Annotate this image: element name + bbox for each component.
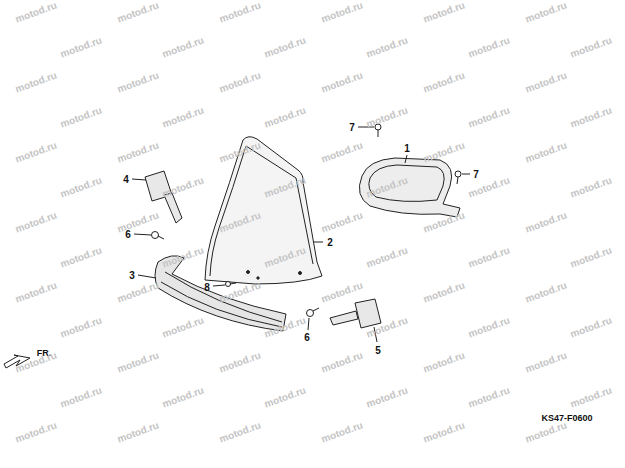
watermark: motod.ru xyxy=(524,69,568,94)
watermark: motod.ru xyxy=(422,0,466,25)
watermark: motod.ru xyxy=(422,419,466,444)
callout-number: 5 xyxy=(375,345,381,356)
watermark: motod.ru xyxy=(59,174,103,199)
watermark: motod.ru xyxy=(467,384,511,409)
leader-line xyxy=(462,174,470,175)
windscreen xyxy=(205,137,322,284)
visor xyxy=(359,158,460,217)
watermark: motod.ru xyxy=(467,244,511,269)
watermark: motod.ru xyxy=(161,384,205,409)
watermark: motod.ru xyxy=(116,279,160,304)
watermark: motod.ru xyxy=(14,69,58,94)
watermark: motod.ru xyxy=(263,104,307,129)
watermark: motod.ru xyxy=(161,174,205,199)
watermark: motod.ru xyxy=(14,349,58,374)
watermark: motod.ru xyxy=(14,279,58,304)
watermark: motod.ru xyxy=(161,244,205,269)
watermark: motod.ru xyxy=(116,139,160,164)
watermark: motod.ru xyxy=(263,384,307,409)
mirror-stem xyxy=(330,311,358,325)
watermark: motod.ru xyxy=(569,34,613,59)
watermark: motod.ru xyxy=(116,69,160,94)
leader-line xyxy=(213,285,225,286)
windscreen-edge xyxy=(210,146,313,276)
watermark: motod.ru xyxy=(161,314,205,339)
watermark: motod.ru xyxy=(320,349,364,374)
watermark: motod.ru xyxy=(218,349,262,374)
watermark: motod.ru xyxy=(569,174,613,199)
watermark: motod.ru xyxy=(422,139,466,164)
watermark: motod.ru xyxy=(218,0,262,25)
watermark: motod.ru xyxy=(365,244,409,269)
callout-number: 2 xyxy=(327,237,333,248)
garnish-line xyxy=(161,272,282,327)
watermark: motod.ru xyxy=(524,209,568,234)
watermark: motod.ru xyxy=(320,139,364,164)
watermark: motod.ru xyxy=(116,209,160,234)
watermark: motod.ru xyxy=(320,279,364,304)
callout-number: 7 xyxy=(349,122,355,133)
leader-line xyxy=(132,179,146,180)
watermark: motod.ru xyxy=(320,209,364,234)
watermark: motod.ru xyxy=(59,104,103,129)
watermark: motod.ru xyxy=(218,419,262,444)
watermark: motod.ru xyxy=(14,419,58,444)
watermark: motod.ru xyxy=(59,314,103,339)
watermark: motod.ru xyxy=(218,69,262,94)
watermark: motod.ru xyxy=(161,34,205,59)
callout-number: 4 xyxy=(123,174,129,185)
callout-number: 3 xyxy=(129,270,135,281)
leader-line xyxy=(138,275,156,278)
watermark: motod.ru xyxy=(422,69,466,94)
drawing-code: KS47-F0600 xyxy=(541,413,592,423)
watermark: motod.ru xyxy=(263,34,307,59)
watermark: motod.ru xyxy=(467,104,511,129)
watermark: motod.ru xyxy=(116,419,160,444)
watermark: motod.ru xyxy=(524,0,568,25)
watermark: motod.ru xyxy=(569,104,613,129)
watermark: motod.ru xyxy=(59,384,103,409)
watermark: motod.ru xyxy=(422,349,466,374)
watermark: motod.ru xyxy=(320,0,364,25)
leader-line xyxy=(405,155,407,163)
watermark: motod.ru xyxy=(422,279,466,304)
watermark: motod.ru xyxy=(116,0,160,25)
watermark: motod.ru xyxy=(569,384,613,409)
watermark: motod.ru xyxy=(524,349,568,374)
watermark: motod.ru xyxy=(14,139,58,164)
watermark: motod.ru xyxy=(320,419,364,444)
watermark: motod.ru xyxy=(524,139,568,164)
watermark: motod.ru xyxy=(365,104,409,129)
watermark: motod.ru xyxy=(116,349,160,374)
watermark: motod.ru xyxy=(365,34,409,59)
watermark: motod.ru xyxy=(59,34,103,59)
watermark: motod.ru xyxy=(320,69,364,94)
leader-line xyxy=(308,318,309,330)
watermark: motod.ru xyxy=(59,244,103,269)
watermark: motod.ru xyxy=(14,0,58,25)
watermark: motod.ru xyxy=(14,209,58,234)
callout-number: 1 xyxy=(404,143,410,154)
watermark: motod.ru xyxy=(467,34,511,59)
watermark: motod.ru xyxy=(161,104,205,129)
callout-number: 6 xyxy=(304,332,310,343)
watermark: motod.ru xyxy=(569,244,613,269)
watermark: motod.ru xyxy=(365,384,409,409)
watermark: motod.ru xyxy=(524,419,568,444)
watermark: motod.ru xyxy=(524,279,568,304)
leader-line xyxy=(313,242,323,243)
watermark: motod.ru xyxy=(467,314,511,339)
watermark: motod.ru xyxy=(569,314,613,339)
callout-number: 7 xyxy=(473,169,479,180)
leader-line xyxy=(134,234,151,235)
callout-number: 8 xyxy=(204,282,210,293)
